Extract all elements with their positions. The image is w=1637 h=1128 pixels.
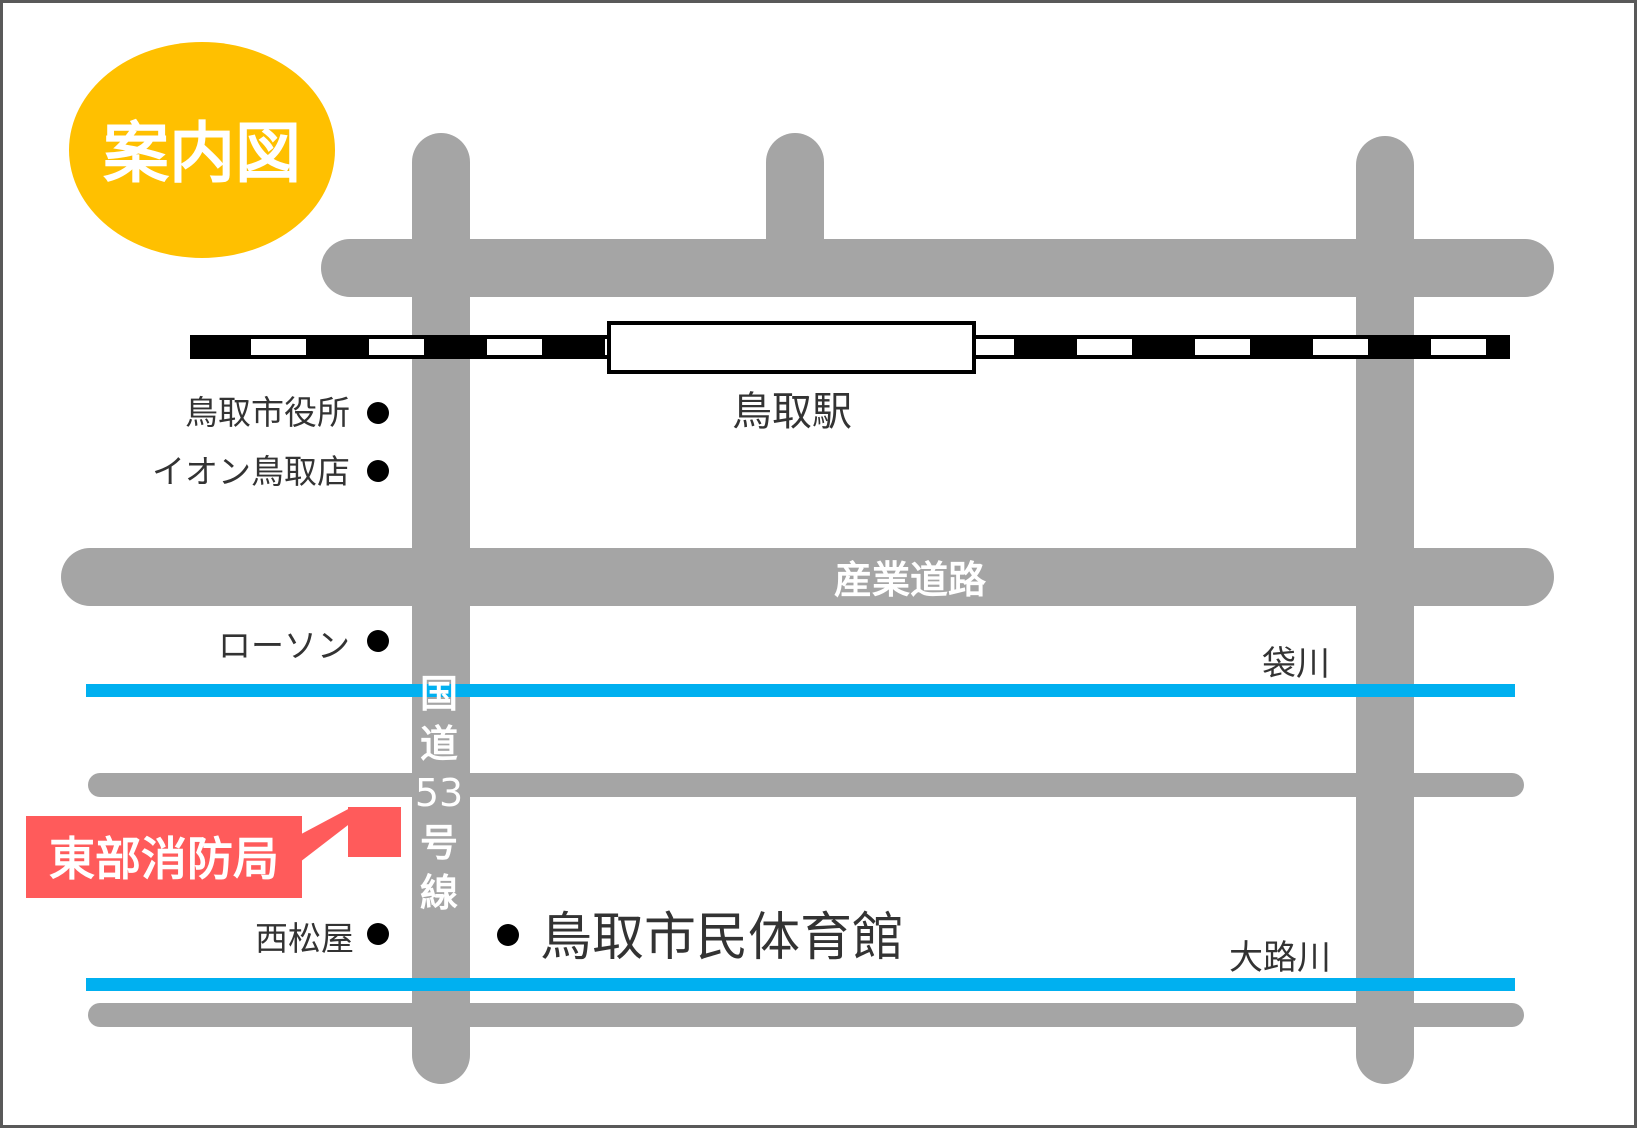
landmark-dot [367, 402, 389, 424]
railway-dash [1313, 339, 1368, 355]
railway-dash [487, 339, 542, 355]
railway-dash [1195, 339, 1250, 355]
landmark-gymnasium: 鳥取市民体育館 [497, 908, 904, 968]
callout-pointer [290, 807, 352, 862]
landmark-label: 西松屋 [255, 919, 354, 958]
landmark-label: ローソン [218, 626, 350, 665]
landmark-label: イオン鳥取店 [152, 452, 350, 491]
railway-dash [369, 339, 424, 355]
landmark-dot [367, 460, 389, 482]
landmark-label: 鳥取市役所 [185, 393, 350, 432]
destination-label-box [26, 816, 302, 898]
landmark-city-hall: 鳥取市役所 [185, 393, 389, 432]
landmark-dot [497, 924, 519, 946]
fukuro-river [86, 684, 1515, 697]
landmark-aeon: イオン鳥取店 [152, 452, 389, 491]
landmark-nishimatsuya: 西松屋 [255, 919, 389, 958]
destination-marker: 東部消防局 [26, 807, 401, 898]
oro-river [86, 978, 1515, 991]
station-label: 鳥取駅 [732, 389, 852, 435]
national-route-char: 53 [415, 771, 463, 815]
map-title: 案内図 [103, 115, 301, 192]
national-route-label: 国 道 53 号 線 [415, 672, 463, 915]
title-badge [69, 42, 335, 258]
fukuro-river-label: 袋川 [1262, 644, 1330, 684]
national-route-char: 号 [420, 821, 458, 865]
oro-river-label: 大路川 [1229, 938, 1331, 978]
landmark-dot [367, 630, 389, 652]
railway-dash [251, 339, 306, 355]
landmark-label: 鳥取市民体育館 [540, 908, 904, 968]
industrial-road-label: 産業道路 [834, 558, 987, 602]
national-route-char: 国 [420, 672, 458, 716]
landmark-dot [367, 923, 389, 945]
destination-square [348, 807, 401, 857]
rivers [86, 684, 1515, 991]
national-route-char: 道 [420, 722, 458, 766]
national-route-char: 線 [420, 871, 458, 915]
railway-dash [1431, 339, 1486, 355]
railway-dash [1077, 339, 1132, 355]
destination-label: 東部消防局 [49, 832, 279, 886]
tottori-station-box [607, 321, 976, 374]
landmark-lawson: ローソン [218, 626, 389, 665]
horizontal-roads [61, 239, 1554, 1027]
